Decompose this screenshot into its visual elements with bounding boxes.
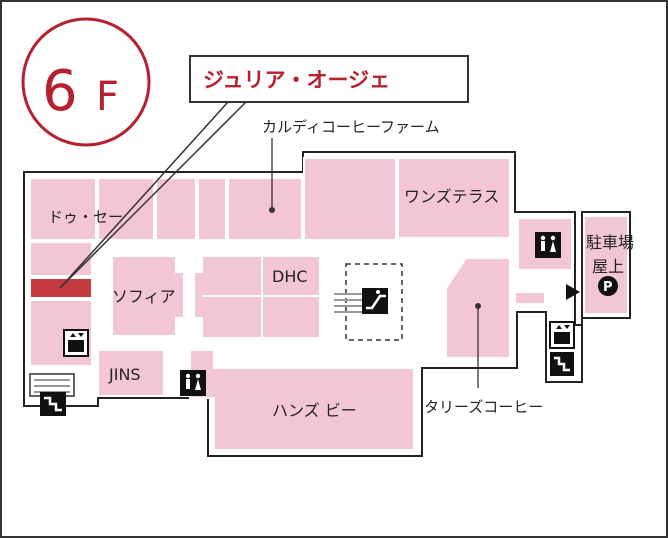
shop-unit-doucet[interactable] [29,241,93,277]
floor-number: 6 [42,59,78,124]
escalator-lines [334,293,362,313]
shop-unit [303,157,397,241]
shop-unit-wonz[interactable] [397,157,511,239]
callout-leader [59,101,247,289]
tullys-dot [475,303,481,309]
parking-icon: P [598,276,618,296]
shop-unit [514,291,546,305]
shop-label-hands: ハンズ ビー [272,401,357,420]
parking-label-line1: 駐車場 [586,233,634,252]
kaldi-dot [269,207,275,213]
escalator-area [345,263,403,341]
shop-unit [155,177,197,241]
shop-unit [197,177,227,241]
shop-label-jins: JINS [108,365,141,384]
elevator-icon [63,329,89,357]
shop-label-wonz: ワンズテラス [404,187,499,206]
shop-unit [517,217,573,271]
shop-unit-hands[interactable] [189,349,415,451]
floor-letter: F [96,74,119,120]
stairs-icon [550,352,574,376]
restroom-icon [535,232,561,258]
highlight-callout: ジュリア・オージェ [59,55,469,289]
parking-area [583,215,629,315]
top-shop-row [29,157,511,241]
arrow-right-icon [566,284,580,300]
shop-label-kaldi: カルディコーヒーファーム [262,118,440,136]
shop-unit-sofia[interactable] [111,255,185,337]
shop-unit [97,177,155,241]
callout-leader [59,101,229,289]
floor-badge-circle [21,17,151,147]
restroom-icon [180,370,206,396]
shop-label-sofia: ソフィア [112,287,176,306]
callout-box [189,55,469,103]
callout-label: ジュリア・オージェ [203,68,390,92]
stairs-icon [40,392,66,416]
escalator-icon [362,288,388,314]
floor-badge: 6 F [21,17,151,147]
shop-label-dhc: DHC [272,267,308,286]
shop-unit [29,177,97,241]
parking-symbol: P [603,280,613,295]
shop-label-tullys: タリーズコーヒー [424,398,543,416]
shop-label-doucet: ドゥ・セー [48,208,123,226]
shop-unit-jins[interactable] [97,349,165,397]
shop-unit-kaldi[interactable] [227,177,303,241]
elevator-icon [549,321,575,349]
parking-label-line2: 屋上 [592,257,624,276]
